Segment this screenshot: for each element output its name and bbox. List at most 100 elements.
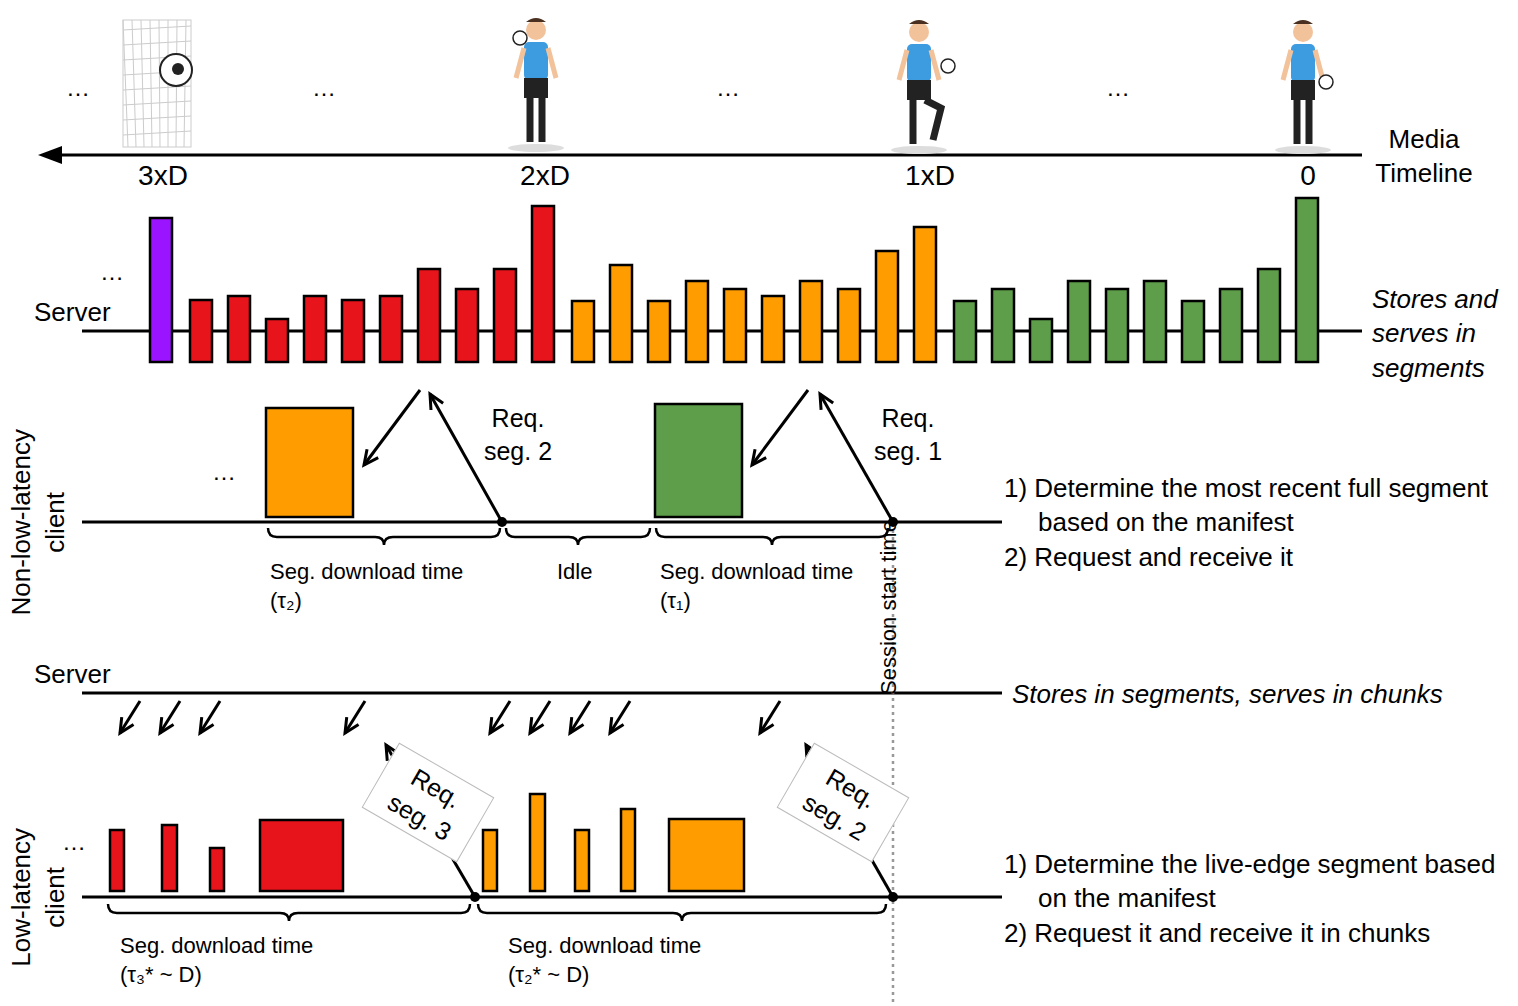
segment-bar bbox=[266, 319, 288, 362]
segment-bar bbox=[1258, 269, 1280, 362]
ball-patch bbox=[172, 63, 184, 75]
illustrations bbox=[123, 18, 1333, 154]
chunk-arrow bbox=[200, 701, 220, 733]
segment-bar bbox=[494, 269, 516, 362]
segment-bar bbox=[150, 218, 172, 362]
chunk-bar bbox=[162, 825, 177, 891]
net-mesh bbox=[123, 131, 191, 135]
chunk-bar bbox=[210, 848, 224, 891]
segment-bar bbox=[876, 251, 898, 362]
segment-bar bbox=[1182, 301, 1204, 362]
shirt bbox=[524, 42, 548, 80]
segment-box bbox=[669, 819, 744, 891]
arm bbox=[899, 50, 907, 80]
head bbox=[909, 22, 929, 42]
shadow bbox=[891, 146, 947, 154]
client-line bbox=[82, 521, 1002, 524]
step-note: 2) Request and receive it bbox=[1004, 540, 1508, 574]
segment-bar bbox=[1106, 289, 1128, 362]
arm bbox=[516, 48, 524, 78]
chunk-arrow bbox=[760, 701, 780, 733]
request-label: Req. seg. 3 bbox=[372, 751, 484, 853]
segment-box bbox=[655, 404, 742, 517]
segment-bar bbox=[456, 289, 478, 362]
row-label: Low-latency client bbox=[4, 802, 73, 992]
brace bbox=[268, 528, 500, 545]
segment-bar bbox=[954, 301, 976, 362]
segment-bar bbox=[610, 265, 632, 362]
arrowhead bbox=[38, 146, 62, 164]
arrowhead bbox=[530, 717, 544, 733]
request-label: Req. seg. 1 bbox=[861, 402, 956, 468]
server-line bbox=[82, 692, 1002, 695]
segment-bar bbox=[1220, 289, 1242, 362]
arrowhead bbox=[760, 717, 774, 733]
segment-bar bbox=[190, 300, 212, 362]
leg bbox=[1306, 100, 1313, 144]
time-marker-label: Session start time bbox=[873, 521, 902, 696]
ellipsis: … bbox=[1106, 72, 1130, 104]
row-label: Server bbox=[34, 295, 111, 329]
segment-bar bbox=[992, 289, 1014, 362]
segment-bar bbox=[1296, 198, 1318, 362]
segment-box bbox=[260, 820, 343, 891]
duration-label: Seg. download time (τ₃* ~ D) bbox=[120, 931, 340, 989]
chunk-bar bbox=[530, 794, 545, 891]
step-note: 2) Request it and receive it in chunks bbox=[1004, 916, 1518, 950]
arrowhead bbox=[160, 717, 174, 733]
duration-label: Idle bbox=[557, 557, 592, 586]
row-label: Non-low-latency client bbox=[4, 402, 73, 642]
shorts bbox=[1291, 80, 1315, 100]
download-arrow bbox=[752, 390, 808, 465]
segment-bar bbox=[342, 300, 364, 362]
ellipsis: … bbox=[716, 72, 740, 104]
step-note: 1) Determine the most recent full segmen… bbox=[1004, 471, 1508, 540]
arrowhead bbox=[364, 449, 378, 465]
chunk-arrow bbox=[570, 701, 590, 733]
arm bbox=[548, 48, 556, 78]
shorts bbox=[907, 80, 931, 100]
net-mesh bbox=[123, 101, 191, 105]
segment-bar bbox=[572, 301, 594, 362]
arm bbox=[931, 50, 939, 80]
segment-bar bbox=[800, 281, 822, 362]
segment-bar bbox=[914, 227, 936, 362]
row-label: Server bbox=[34, 657, 111, 691]
net-mesh bbox=[123, 41, 191, 45]
request-box: Req. seg. 2 bbox=[777, 742, 910, 862]
shorts bbox=[524, 78, 548, 98]
segment-bar bbox=[1030, 319, 1052, 362]
timeline-tick: 0 bbox=[1300, 158, 1316, 195]
segment-bar bbox=[838, 289, 860, 362]
chunk-arrow bbox=[120, 701, 140, 733]
brace bbox=[478, 904, 886, 921]
ball bbox=[941, 59, 955, 73]
head bbox=[1293, 22, 1313, 42]
hair bbox=[909, 20, 929, 24]
media-timeline bbox=[56, 154, 1362, 157]
chunk-arrow bbox=[530, 701, 550, 733]
row-note: Stores and serves in segments bbox=[1372, 282, 1518, 385]
segment-bar bbox=[228, 296, 250, 362]
segment-bar bbox=[380, 296, 402, 362]
segment-bar bbox=[686, 281, 708, 362]
hair bbox=[526, 18, 546, 22]
segment-bar bbox=[724, 289, 746, 362]
segment-bar bbox=[1068, 281, 1090, 362]
duration-label: Seg. download time (τ₂) bbox=[270, 557, 470, 615]
net-frame bbox=[123, 20, 191, 147]
arm bbox=[1283, 50, 1291, 80]
client-line bbox=[82, 896, 1002, 899]
request-label: Req. seg. 2 bbox=[787, 751, 899, 853]
chunk-arrow bbox=[610, 701, 630, 733]
segment-bar bbox=[762, 296, 784, 362]
arrowhead bbox=[752, 449, 766, 465]
segment-bar bbox=[418, 269, 440, 362]
shadow bbox=[508, 144, 564, 152]
net-mesh bbox=[123, 116, 191, 120]
chunk-bar bbox=[483, 830, 497, 891]
ellipsis: … bbox=[212, 456, 236, 488]
arrowhead bbox=[345, 717, 359, 733]
brace bbox=[108, 904, 470, 921]
net-mesh bbox=[159, 20, 160, 147]
